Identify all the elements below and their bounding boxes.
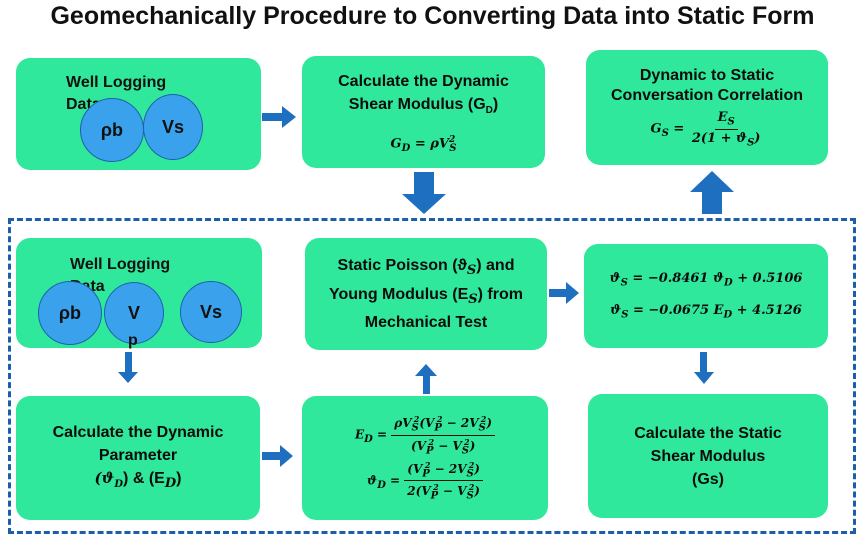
circle-rho-b-top: ρb: [80, 98, 144, 162]
arrow-right-1: [262, 106, 296, 128]
poisson-ratio-equation: ϑD = (VP2 − 2VS2) 2(VP2 − VS2): [367, 460, 483, 502]
dynamic-shear-modulus-box: Calculate the Dynamic Shear Modulus (GD)…: [302, 56, 545, 168]
dynamic-shear-title: Calculate the Dynamic Shear Modulus (GD): [338, 73, 509, 117]
correlation-eq-2: ϑS = −0.0675 ED + 4.5126: [610, 303, 802, 321]
arrow-down-2: [694, 352, 714, 384]
dynamic-to-static-title: Dynamic to Static Conversation Correlati…: [610, 67, 804, 105]
static-poisson-young-text: Static Poisson (ϑS) and Young Modulus (E…: [329, 257, 523, 331]
circle-vs-top: Vs: [143, 94, 203, 160]
static-shear-modulus-text: Calculate the Static Shear Modulus (Gs): [634, 424, 782, 488]
arrow-right-3: [262, 445, 293, 467]
circle-vs-mid: Vs: [180, 281, 242, 343]
arrow-right-2: [549, 282, 579, 304]
dynamic-to-static-equation: GS = ES 2(1 + ϑS): [650, 110, 761, 149]
arrow-up-1: [415, 364, 437, 394]
circle-vp-mid: V: [104, 282, 164, 344]
diagram-title: Geomechanically Procedure to Converting …: [50, 2, 815, 30]
static-shear-modulus-box: Calculate the Static Shear Modulus (Gs): [588, 394, 828, 518]
dynamic-equations-box: ED = ρVS2(VP2 − 2VS2) (VP2 − VS2) ϑD = (…: [302, 396, 548, 520]
young-modulus-equation: ED = ρVS2(VP2 − 2VS2) (VP2 − VS2): [355, 414, 496, 456]
dashed-group-border: [8, 218, 856, 534]
dynamic-parameter-box: Calculate the Dynamic Parameter (ϑD) & (…: [16, 396, 260, 520]
arrow-up-thick: [690, 171, 734, 214]
arrow-down-1: [118, 352, 138, 383]
dynamic-to-static-box: Dynamic to Static Conversation Correlati…: [586, 50, 828, 165]
static-poisson-young-box: Static Poisson (ϑS) and Young Modulus (E…: [305, 238, 547, 350]
circle-rho-b-mid: ρb: [38, 281, 102, 345]
correlation-eq-1: ϑS = −0.8461 ϑD + 0.5106: [609, 271, 803, 289]
dynamic-parameter-text: Calculate the Dynamic Parameter (ϑD) & (…: [52, 423, 224, 491]
correlation-equations-box: ϑS = −0.8461 ϑD + 0.5106 ϑS = −0.0675 ED…: [584, 244, 828, 348]
dynamic-shear-equation: GD = ρV2S: [390, 134, 457, 154]
circle-vp-tail: p: [128, 332, 138, 349]
arrow-down-thick: [402, 172, 446, 214]
